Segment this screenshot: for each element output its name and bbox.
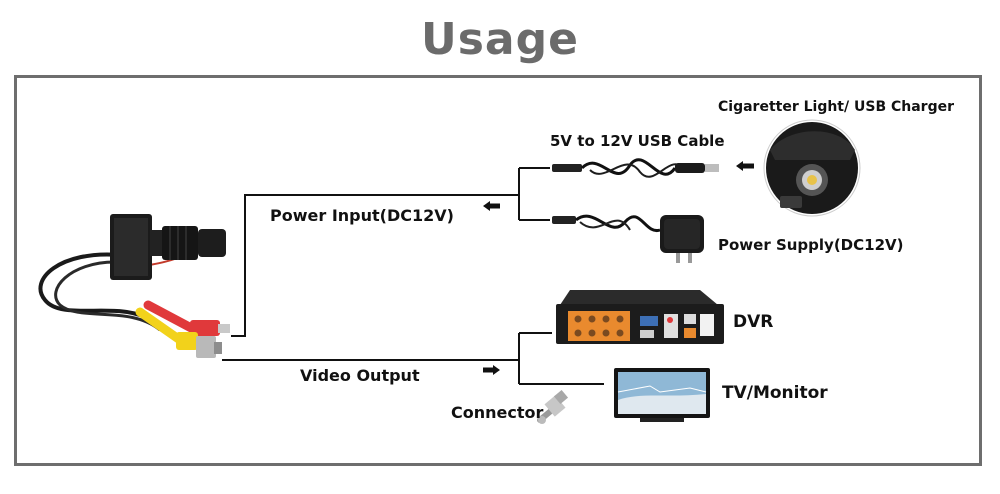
cigarette-charger-image: [763, 119, 861, 217]
arrow-left-icon: [736, 161, 754, 171]
bnc-connector-image: [537, 389, 569, 424]
connector-label: Connector: [451, 403, 544, 422]
video-output-label: Video Output: [300, 366, 420, 385]
power-supply-image: [552, 214, 704, 263]
dvr-label: DVR: [733, 312, 774, 332]
dvr-image: [556, 290, 724, 344]
power-line: [231, 194, 519, 337]
arrow-left-icon: [483, 201, 500, 211]
tv-monitor-image: [614, 368, 710, 422]
camera-image: [38, 214, 230, 358]
usb-cable-image: [552, 158, 719, 178]
power-input-label: Power Input(DC12V): [270, 206, 454, 225]
usb-cable-label: 5V to 12V USB Cable: [550, 132, 725, 150]
power-supply-label: Power Supply(DC12V): [718, 236, 904, 254]
diagram-frame: [14, 75, 982, 466]
tv-monitor-label: TV/Monitor: [722, 383, 828, 403]
arrow-right-icon: [483, 365, 500, 375]
page-title: Usage: [421, 14, 579, 65]
cigarette-charger-label: Cigaretter Light/ USB Charger: [718, 99, 954, 115]
connection-lines: [222, 167, 604, 385]
